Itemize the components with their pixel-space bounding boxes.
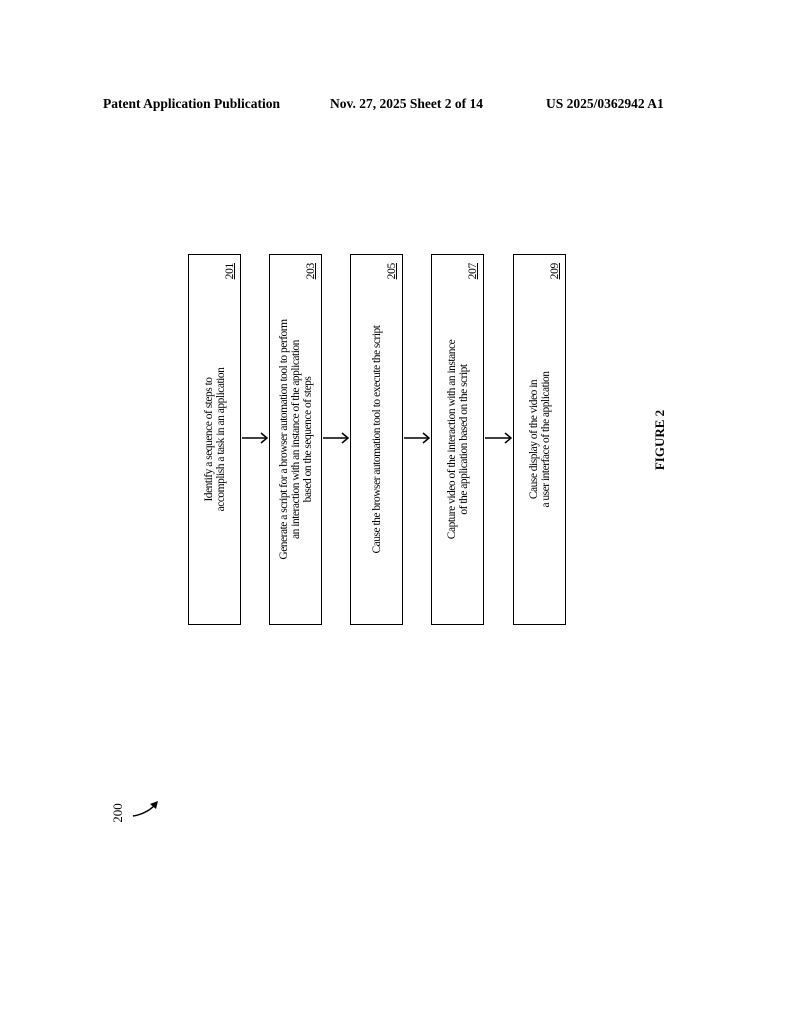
arrow-205-207 (404, 432, 431, 444)
reference-arrow (132, 804, 156, 817)
figure-label: FIGURE 2 (652, 409, 667, 471)
header-date-sheet: Nov. 27, 2025 Sheet 2 of 14 (330, 96, 483, 111)
step-box-205: Cause the browser automation tool to exe… (350, 254, 403, 625)
header-patent-number: US 2025/0362942 A1 (546, 96, 664, 111)
step-box-207: Capture video of the interaction with an… (431, 254, 484, 625)
arrow-203-205 (323, 432, 350, 444)
reference-arrowhead (150, 801, 158, 809)
arrow-201-203 (242, 432, 269, 444)
figure-reference-number: 200 (109, 803, 125, 823)
header-publication: Patent Application Publication (103, 96, 281, 111)
step-box-203: Generate a script for a browser automati… (269, 254, 322, 625)
arrow-207-209 (485, 432, 513, 444)
